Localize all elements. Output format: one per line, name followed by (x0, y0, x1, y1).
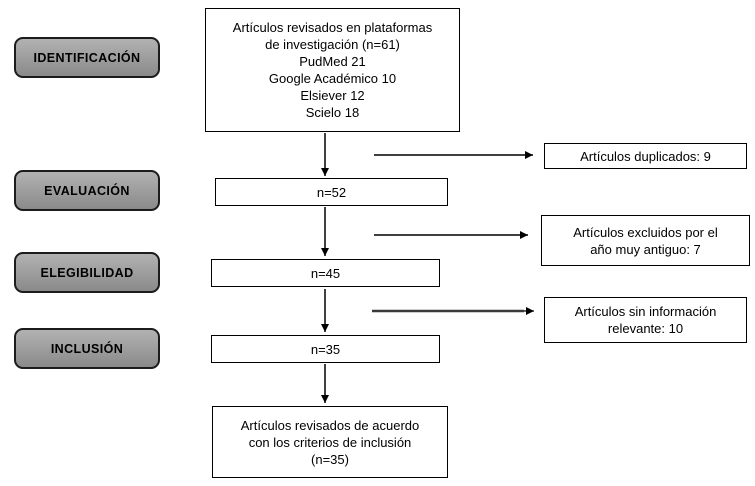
exclusion-box-no-relevant-info: Artículos sin información relevante: 10 (544, 297, 747, 343)
box-line: relevante: 10 (607, 321, 684, 336)
box-line: año muy antiguo: 7 (590, 241, 701, 257)
stage-evaluacion: EVALUACIÓN (14, 170, 160, 211)
box-line: Artículos duplicados: 9 (580, 148, 711, 164)
stage-elegibilidad: ELEGIBILIDAD (14, 252, 160, 293)
stage-label: ELEGIBILIDAD (40, 265, 134, 280)
stage-inclusion: INCLUSIÓN (14, 328, 160, 369)
count-value: n=52 (316, 184, 347, 200)
box-line: de investigación (n=61) (265, 37, 400, 52)
stage-label: EVALUACIÓN (44, 183, 130, 198)
box-line: Artículos revisados en plataformas (232, 20, 433, 35)
box-line: Scielo 18 (305, 105, 360, 120)
count-value: n=35 (310, 341, 341, 357)
stage-label: IDENTIFICACIÓN (33, 50, 141, 65)
identification-sources-box: Artículos revisados en plataformas de in… (205, 8, 460, 132)
count-value: n=45 (310, 265, 341, 281)
exclusion-box-duplicates: Artículos duplicados: 9 (544, 143, 747, 169)
box-line: (n=35) (311, 451, 349, 467)
box-line: Artículos revisados de acuerdo (240, 417, 420, 433)
count-box-n45: n=45 (211, 259, 440, 287)
count-box-n35: n=35 (211, 335, 440, 363)
box-line: PudMed 21 (299, 54, 366, 69)
box-line: Artículos excluidos por el (573, 224, 718, 240)
stage-label: INCLUSIÓN (50, 341, 124, 356)
box-line: con los criterios de inclusión (248, 434, 412, 450)
final-inclusion-box: Artículos revisados de acuerdo con los c… (212, 406, 448, 478)
stage-identificacion: IDENTIFICACIÓN (14, 37, 160, 78)
box-line: Artículos sin información (574, 304, 717, 319)
count-box-n52: n=52 (215, 178, 448, 206)
exclusion-box-old-year: Artículos excluidos por el año muy antig… (541, 215, 750, 266)
box-line: Google Académico 10 (268, 71, 397, 86)
box-line: Elsiever 12 (300, 88, 365, 103)
